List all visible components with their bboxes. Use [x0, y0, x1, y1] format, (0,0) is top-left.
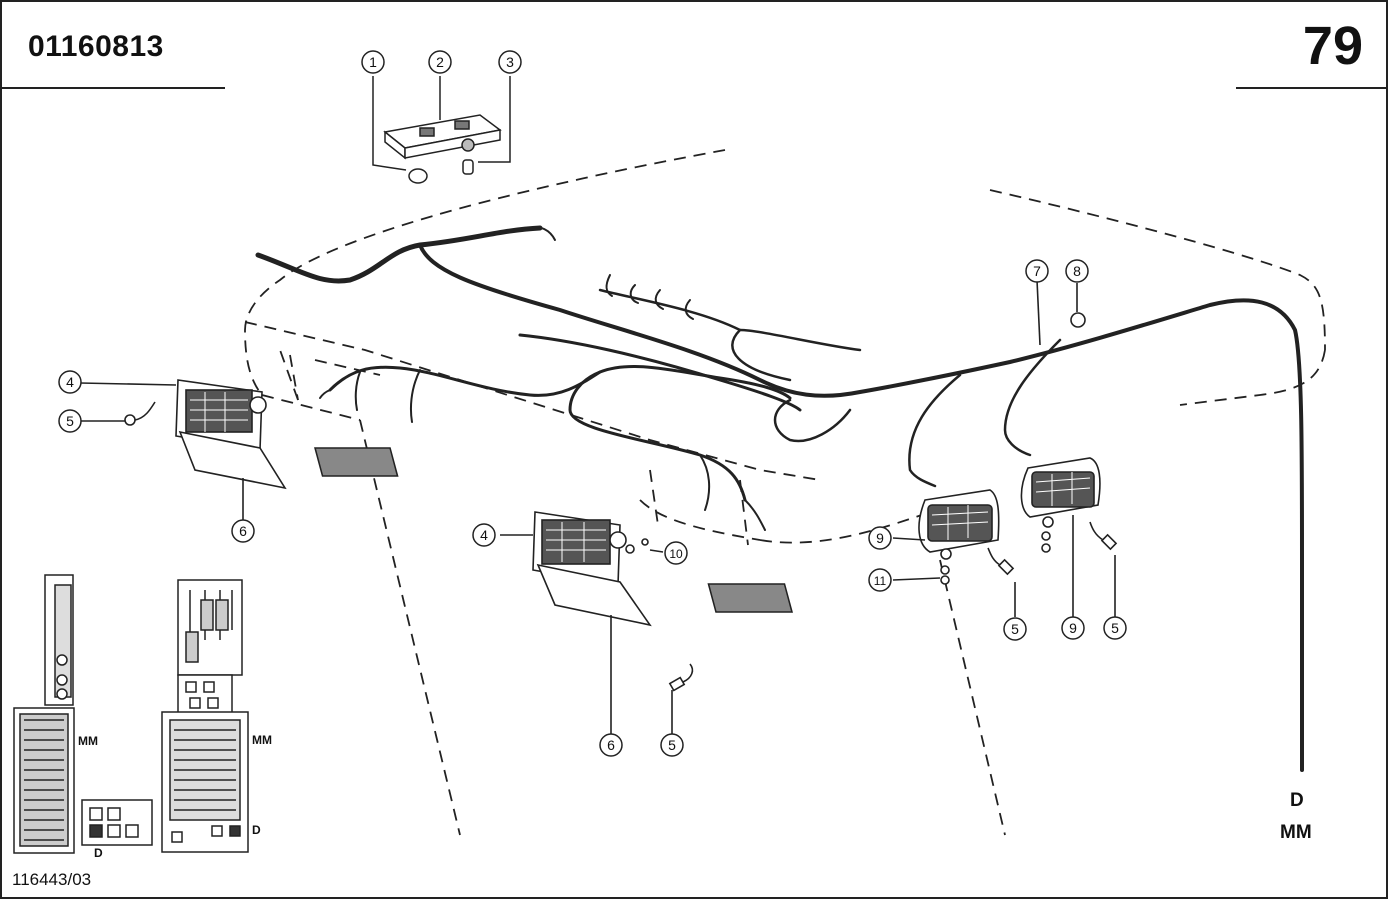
callout-4: 4 [472, 523, 496, 547]
switch-panel-left [13, 574, 153, 854]
callout-number: 7 [1033, 263, 1041, 279]
callout-circle [599, 733, 623, 757]
callout-number: 9 [876, 530, 884, 546]
callout-number: 4 [480, 527, 488, 543]
callout-number: 5 [66, 413, 74, 429]
callout-number: 10 [669, 547, 683, 561]
callout-2: 2 [428, 50, 452, 74]
callout-9: 9 [1061, 616, 1085, 640]
callout-circle [498, 50, 522, 74]
callout-circle [1103, 616, 1127, 640]
label-mm-right: MM [1280, 822, 1312, 843]
callout-circle [868, 526, 892, 550]
callout-4: 4 [58, 370, 82, 394]
callout-circle [472, 523, 496, 547]
page-number: 79 [1302, 16, 1363, 76]
work-lamp-center [500, 511, 793, 735]
callout-6: 6 [599, 733, 623, 757]
label-d-right: D [1290, 790, 1304, 811]
label-mm-panel-center: MM [252, 733, 272, 747]
callout-8: 8 [1065, 259, 1089, 283]
callout-circle [361, 50, 385, 74]
work-lamp-rear-right [1020, 279, 1118, 617]
callout-3: 3 [498, 50, 522, 74]
callout-number: 8 [1073, 263, 1081, 279]
callout-number: 5 [668, 737, 676, 753]
callout-circle [1025, 259, 1049, 283]
callout-markers: 1 2 3 4 5 6 4 10 6 5 7 8 9 11 5 9 5 [58, 50, 1127, 757]
switch-panel-center [161, 579, 249, 853]
fuse-box-assembly [372, 76, 511, 184]
work-lamp-rear-left [892, 489, 1016, 617]
callout-5: 5 [58, 409, 82, 433]
callout-1: 1 [361, 50, 385, 74]
callout-circle [231, 519, 255, 543]
drawing-reference: 116443/03 [12, 870, 92, 889]
label-d-panel-center: D [252, 823, 261, 837]
callout-number: 6 [239, 523, 247, 539]
work-lamp-left [79, 379, 399, 520]
callout-circle [868, 568, 892, 592]
callout-circle [428, 50, 452, 74]
callout-7: 7 [1025, 259, 1049, 283]
callout-5: 5 [1103, 616, 1127, 640]
callout-number: 1 [369, 54, 377, 70]
callout-circle [664, 541, 688, 565]
callout-11: 11 [868, 568, 892, 592]
callout-number: 9 [1069, 620, 1077, 636]
callout-circle [58, 370, 82, 394]
cab-roof-outline [244, 149, 1326, 836]
callout-number: 3 [506, 54, 514, 70]
callout-6: 6 [231, 519, 255, 543]
callout-circle [58, 409, 82, 433]
callout-number: 11 [874, 574, 887, 588]
callout-circle [1061, 616, 1085, 640]
callout-10: 10 [664, 541, 688, 565]
callout-9: 9 [868, 526, 892, 550]
callout-number: 2 [436, 54, 444, 70]
callout-number: 6 [607, 737, 615, 753]
callout-circle [660, 733, 684, 757]
callout-5: 5 [1003, 617, 1027, 641]
label-d-panel-left: D [94, 846, 103, 860]
callout-number: 5 [1011, 621, 1019, 637]
label-mm-panel-left: MM [78, 734, 98, 748]
callout-circle [1003, 617, 1027, 641]
document-code: 01160813 [28, 30, 164, 63]
callout-number: 5 [1111, 620, 1119, 636]
wiring-harness [255, 225, 1305, 772]
callout-5: 5 [660, 733, 684, 757]
callout-number: 4 [66, 374, 74, 390]
callout-circle [1065, 259, 1089, 283]
